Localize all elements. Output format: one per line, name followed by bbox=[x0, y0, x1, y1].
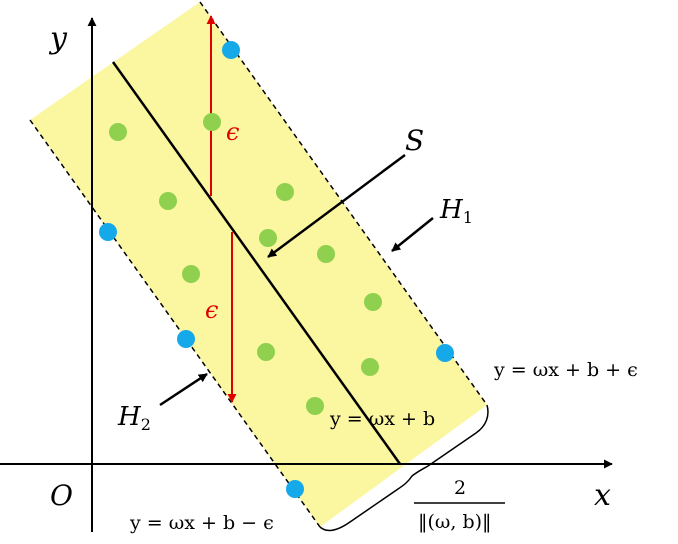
H1-pointer-arrow bbox=[391, 217, 434, 252]
lower-boundary-H2 bbox=[29, 119, 321, 528]
inside-points bbox=[109, 113, 382, 415]
support-point bbox=[286, 480, 304, 498]
data-point bbox=[317, 245, 335, 263]
lower-equation: y = ωx + b − ϵ bbox=[129, 512, 274, 534]
origin-label: O bbox=[50, 479, 73, 512]
epsilon-bottom-label: ϵ bbox=[205, 296, 218, 324]
data-point bbox=[182, 265, 200, 283]
data-point bbox=[276, 183, 294, 201]
data-point bbox=[109, 123, 127, 141]
data-point bbox=[361, 358, 379, 376]
margin-numerator: 2 bbox=[454, 477, 466, 499]
H1-label: H1 bbox=[439, 195, 473, 227]
margin-brace bbox=[319, 404, 489, 532]
H2-label: H2 bbox=[117, 402, 151, 434]
H2-pointer-arrow bbox=[159, 372, 208, 407]
data-point bbox=[364, 293, 382, 311]
middle-equation: y = ωx + b bbox=[329, 408, 435, 430]
data-point bbox=[159, 192, 177, 210]
S-pointer-arrow bbox=[267, 153, 406, 259]
margin-denominator: ‖(ω, b)‖ bbox=[418, 511, 492, 533]
data-point bbox=[257, 343, 275, 361]
H2-subscript: 2 bbox=[141, 415, 151, 434]
epsilon-top-label: ϵ bbox=[226, 118, 239, 146]
support-point bbox=[177, 330, 195, 348]
x-axis-label: x bbox=[594, 478, 611, 513]
support-point bbox=[99, 223, 117, 241]
support-point bbox=[222, 41, 240, 59]
regression-line-S bbox=[111, 61, 402, 465]
data-point bbox=[203, 113, 221, 131]
support-point bbox=[436, 344, 454, 362]
upper-equation: y = ωx + b + ϵ bbox=[493, 359, 638, 381]
data-point bbox=[306, 397, 324, 415]
upper-boundary-H1 bbox=[199, 1, 488, 406]
data-point bbox=[259, 229, 277, 247]
H1-subscript: 1 bbox=[463, 208, 473, 227]
S-label: S bbox=[405, 124, 424, 157]
support-points bbox=[99, 41, 454, 498]
y-axis-label: y bbox=[48, 21, 68, 56]
